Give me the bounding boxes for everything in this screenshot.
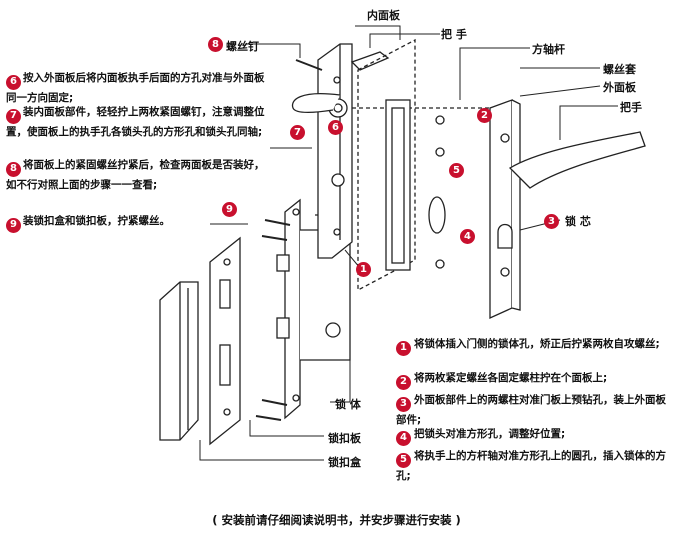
left-handle-lever [350, 51, 390, 71]
step-1-text: 将锁体插入门侧的锁体孔，矫正后拧紧两枚自攻螺丝; [414, 338, 660, 350]
outer-panel-part [489, 99, 521, 320]
screw-c [261, 399, 288, 406]
step-8-badge: 8 [6, 161, 21, 177]
badge-9-diagram: 9 [222, 202, 237, 217]
step-7-text: 装内面板部件，轻轻拧上两枚紧固螺钉，注意调整位置，使面板上的执手孔各锁头孔的方形… [6, 106, 265, 138]
step-5-badge: 5 [396, 452, 411, 468]
left-handle-part [291, 93, 341, 114]
screw-a [264, 219, 291, 226]
step-4-badge: 4 [396, 430, 411, 446]
screw-b [261, 235, 288, 241]
step-9-text: 装锁扣盒和锁扣板，拧紧螺丝。 [23, 215, 170, 227]
label-lock-cylinder: 锁 芯 [565, 215, 591, 228]
label-strike-box: 锁扣盒 [328, 456, 361, 469]
badge-5-diagram: 5 [449, 163, 464, 178]
badge-7-diagram: 7 [290, 125, 305, 140]
label-handle-left: 把 手 [441, 28, 467, 41]
inner-panel-part [317, 43, 353, 259]
step-6-text: 按入外面板后将内面板执手后面的方孔对准与外面板同一方向固定; [6, 72, 265, 104]
label-inner-panel: 内面板 [367, 9, 400, 22]
strike-plate-part [209, 236, 241, 446]
step-3-text: 外面板部件上的两螺柱对准门板上预钻孔，装上外面板部件; [396, 394, 666, 426]
label-outer-panel: 外面板 [603, 81, 636, 94]
strike-box-part [159, 281, 199, 441]
step-5-text: 将执手上的方杆轴对准方形孔上的圆孔，插入锁体的方孔; [396, 450, 666, 482]
label-screw: 螺丝钉 [226, 40, 259, 53]
label-screw-sleeve: 螺丝套 [603, 63, 636, 76]
label-strike-plate: 锁扣板 [328, 432, 361, 445]
badge-4-diagram: 4 [460, 229, 475, 244]
badge-1-diagram: 1 [356, 262, 371, 277]
label-handle-right: 把手 [620, 101, 642, 114]
step-1-badge: 1 [396, 340, 411, 356]
top-screw [295, 59, 323, 71]
label-lock-body: 锁 体 [335, 398, 361, 411]
footer-note: ( 安装前请仔细阅读说明书，并安步骤进行安装 ) [212, 513, 461, 527]
step-2-badge: 2 [396, 374, 411, 390]
step-7-badge: 7 [6, 108, 21, 124]
step-2-text: 将两枚紧定螺丝各固定螺柱拧在个面板上; [414, 372, 608, 384]
step-4-text: 把锁头对准方形孔，调整好位置; [414, 428, 566, 440]
step-8-text: 将面板上的紧固螺丝拧紧后，检查两面板是否装好，如不行对照上面的步骤一一查看; [6, 159, 265, 191]
label-square-shaft: 方轴杆 [532, 43, 565, 56]
step-6-badge: 6 [6, 74, 21, 90]
step-3-badge: 3 [396, 396, 411, 412]
badge-3-diagram: 3 [544, 214, 559, 229]
badge-2-diagram: 2 [477, 108, 492, 123]
badge-8-top: 8 [208, 37, 223, 52]
screw-d [255, 415, 282, 421]
right-handle-part [508, 131, 646, 189]
step-9-badge: 9 [6, 217, 21, 233]
badge-6-diagram: 6 [328, 120, 343, 135]
